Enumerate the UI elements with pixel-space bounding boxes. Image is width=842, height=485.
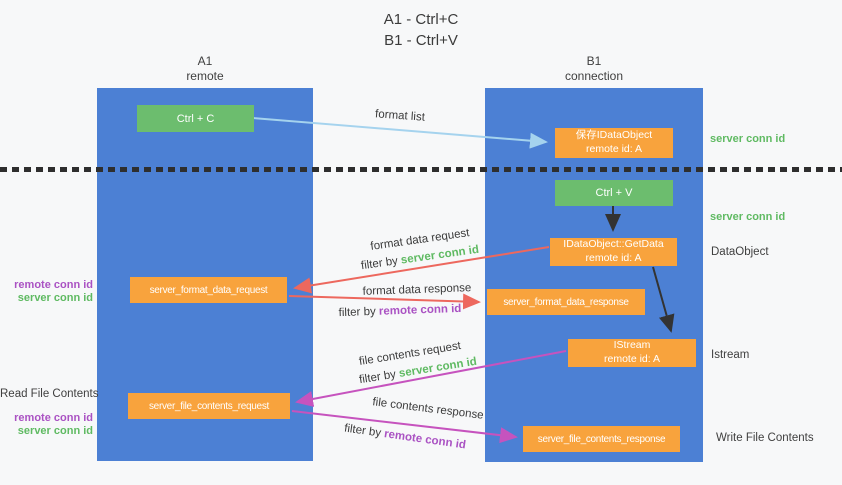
box-getdata-line1: IDataObject::GetData [563,238,664,251]
label-server-conn-id-left-top: server conn id [17,292,93,304]
box-save-idataobject: 保存IDataObject remote id: A [555,128,673,158]
box-format-response-label: server_format_data_response [503,296,629,308]
label-read-file-contents: Read File Contents [0,388,99,400]
box-format-request-label: server_format_data_request [149,284,268,296]
label-server-conn-id-left-bottom: server conn id [17,425,93,437]
box-server-file-contents-request: server_file_contents_request [128,393,290,419]
diagram-title: A1 - Ctrl+C B1 - Ctrl+V [0,9,842,51]
box-istream-line1: IStream [613,339,651,352]
box-server-format-data-request: server_format_data_request [130,277,287,303]
box-idataobject-getdata: IDataObject::GetData remote id: A [550,238,677,266]
label-data-object: DataObject [711,246,769,258]
arrow-format-data-request [293,246,550,294]
box-ctrl-v: Ctrl + V [555,180,673,206]
lane-a-subtitle: remote [186,69,224,83]
lane-b-header: B1 connection [485,54,703,84]
lane-b-title: B1 [586,54,602,68]
box-ctrl-c: Ctrl + C [137,105,254,132]
label-server-conn-id-right-top: server conn id [710,133,786,145]
title-line-2: B1 - Ctrl+V [384,32,458,49]
label-remote-conn-id-left-bottom: remote conn id [14,412,93,424]
label-server-conn-id-right-mid: server conn id [710,211,786,223]
label-write-file-contents: Write File Contents [716,432,814,444]
box-istream-line2: remote id: A [603,353,661,365]
arrow-format-data-response [288,293,481,310]
arrow-getdata-to-istream [652,266,675,333]
label-remote-conn-id-left-top: remote conn id [14,279,93,291]
box-save-idataobject-line1: 保存IDataObject [575,129,653,142]
lane-b-subtitle: connection [564,69,624,83]
lane-a-header: A1 remote [97,54,313,84]
dashed-divider [0,167,842,172]
filter-by-text: filter by [338,305,376,320]
arrow-file-contents-request [295,350,567,407]
box-file-response-label: server_file_contents_response [537,433,666,445]
box-server-format-data-response: server_format_data_response [487,289,645,315]
arrow-format-list [252,117,548,149]
box-ctrl-c-label: Ctrl + C [176,112,215,125]
label-istream: Istream [711,349,750,361]
box-getdata-line2: remote id: A [585,252,642,264]
title-line-1: A1 - Ctrl+C [383,11,459,28]
box-file-request-label: server_file_contents_request [148,400,269,412]
box-save-idataobject-line2: remote id: A [585,143,643,155]
arrow-file-contents-response [291,410,518,444]
box-server-file-contents-response: server_file_contents_response [523,426,680,452]
box-istream: IStream remote id: A [568,339,696,367]
box-ctrl-v-label: Ctrl + V [595,187,633,199]
lane-a-title: A1 [197,54,213,68]
